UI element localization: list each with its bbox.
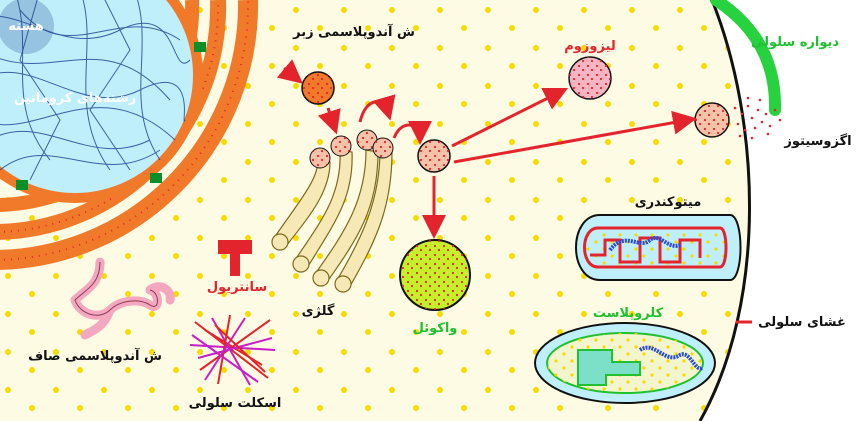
nuclear-pore [150,173,162,183]
label-cell-wall: دیواره سلولی [751,35,839,50]
label-cell-membrane: غشای سلولی [758,315,846,330]
label-cytoskeleton: اسکلت سلولی [189,396,282,411]
vacuole-dots [400,240,470,310]
label-exocytosis: اگزوسیتوز [783,133,851,149]
nuclear-pore [16,180,28,190]
lysosome-dots [569,57,611,99]
label-smooth-er: ش آندوپلاسمی صاف [28,347,162,364]
label-vacuole: واکوئل [413,321,458,336]
chloroplast [535,323,715,403]
label-golgi: گلژی [302,303,335,319]
mitochondria [576,215,741,280]
label-chromatin: رشته‌های کروماتین [14,91,136,106]
label-centriole: سانتریول [207,280,267,295]
label-lysosome: لیزوزوم [564,39,615,54]
label-chloroplast: کلروپلاست [593,306,664,321]
nuclear-pore [194,42,206,52]
label-mitochondria: میتوکندری [635,195,702,210]
label-nucleus: هسته [8,19,43,34]
label-rough-er: ش آندوپلاسمی زبر [292,23,415,40]
